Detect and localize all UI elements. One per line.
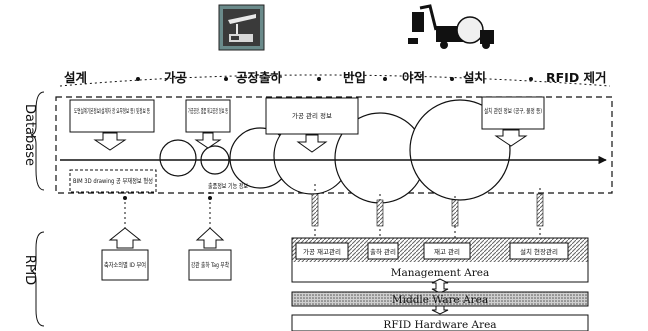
hardware-area: RFID Hardware Area [291,314,589,331]
module-process-inventory: 가공 재고관리 [303,247,341,256]
module-shipping: 출하 관리 [370,247,396,256]
middleware-area: Middle Ware Area [291,291,589,307]
rfid-id-box: 축자소의별 ID 부여 [101,227,149,281]
svg-text:도면설계기본정보(설계자 장 요무정보 등) 및정보 등: 도면설계기본정보(설계자 장 요무정보 등) 및정보 등 [74,106,150,115]
svg-text:출품정보 기능 정보: 출품정보 기능 정보 [208,181,248,190]
svg-text:강관 출하 Tag 부착: 강관 출하 Tag 부착 [191,260,229,269]
design-info-box: 도면설계기본정보(설계자 장 요무정보 등) 및정보 등 [69,99,155,151]
rfid-side-label: RFID [22,231,45,327]
stage-label-rfid-removal: RFID 제거 [546,70,607,85]
hardware-area-title: RFID Hardware Area [383,319,496,331]
process-info-box: 가공공장, 별품 제고공장 정보 등 [185,99,231,149]
svg-text:RFID: RFID [22,255,37,285]
database-side-label: Database [22,91,45,191]
stage-labels: 설계 가공 공장출하 반입 야적 설치 RFID 제거 [64,70,607,85]
bim-drawing-note: BIM 3D drawing 공 부재정보 형성 [69,169,157,193]
connector-nodes [123,196,212,200]
middleware-area-title: Middle Ware Area [392,294,488,306]
factory-crane-icon [218,4,265,51]
svg-text:가공 관리 정보: 가공 관리 정보 [292,111,332,120]
install-info-box: 설치 관련 정보 (공구, 물정 등) [481,96,545,147]
stage-label-design: 설계 [64,70,87,85]
management-modules: 가공 재고관리 출하 관리 재고 관리 설치 현장관리 [295,242,569,260]
shipping-info-note: 출품정보 기능 정보 [208,181,248,190]
database-frame [55,96,613,194]
stage-label-delivery: 반입 [343,70,366,85]
svg-text:설치 관련 정보 (공구, 물정 등): 설치 관련 정보 (공구, 물정 등) [484,106,542,115]
management-area-title: Management Area [391,267,490,279]
crane-truck-icon [408,4,494,49]
stage-label-shipping: 공장출하 [236,70,283,85]
stage-label-storage: 야적 [402,70,425,85]
svg-text:Database: Database [22,104,37,166]
hatched-link-bars [311,193,544,227]
module-inventory: 재고 관리 [434,247,460,256]
svg-text:BIM 3D drawing 공 부재정보 형성: BIM 3D drawing 공 부재정보 형성 [73,176,153,185]
process-manage-box: 가공 관리 정보 [265,97,359,135]
rfid-tag-box: 강관 출하 Tag 부착 [188,227,232,281]
stage-separator-dots [136,77,533,81]
svg-text:가공공장, 별품 제고공장 정보 등: 가공공장, 별품 제고공장 정보 등 [188,106,228,115]
stage-label-process: 가공 [164,70,188,85]
management-area: 가공 재고관리 출하 관리 재고 관리 설치 현장관리 Management A… [291,237,589,283]
svg-text:축자소의별 ID 부여: 축자소의별 ID 부여 [104,260,146,269]
module-install-site: 설치 현장관리 [520,247,558,256]
stage-curve [59,74,611,87]
bubble-arrows [296,134,328,153]
stage-label-install: 설치 [463,70,486,85]
